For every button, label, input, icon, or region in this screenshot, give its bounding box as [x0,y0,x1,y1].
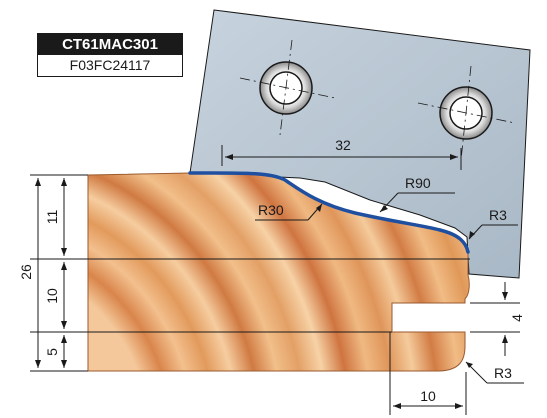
dim-top-section: 11 [44,210,60,225]
dim-hole-spacing: 32 [335,137,351,153]
part-reference: F03FC24117 [69,57,151,73]
profile-edge [188,171,470,254]
dim-middle-section: 10 [44,288,60,304]
dimension-lines [30,145,524,415]
dim-groove-height: 4 [509,314,525,322]
mounting-hole-right [417,65,516,161]
dim-bottom-section: 5 [44,348,60,356]
mounting-hole-left [239,39,336,136]
part-label: CT61MAC301 F03FC24117 [37,33,183,77]
dim-groove-depth: 10 [420,388,436,404]
radius-r90-label: R90 [405,175,431,191]
radius-r30-label: R30 [258,202,284,218]
dimension-arrows [35,154,508,409]
radius-r3-top-label: R3 [489,207,507,223]
dim-total-height: 26 [18,264,34,280]
part-code: CT61MAC301 [38,34,182,55]
radius-r3-bottom-label: R3 [494,365,512,381]
